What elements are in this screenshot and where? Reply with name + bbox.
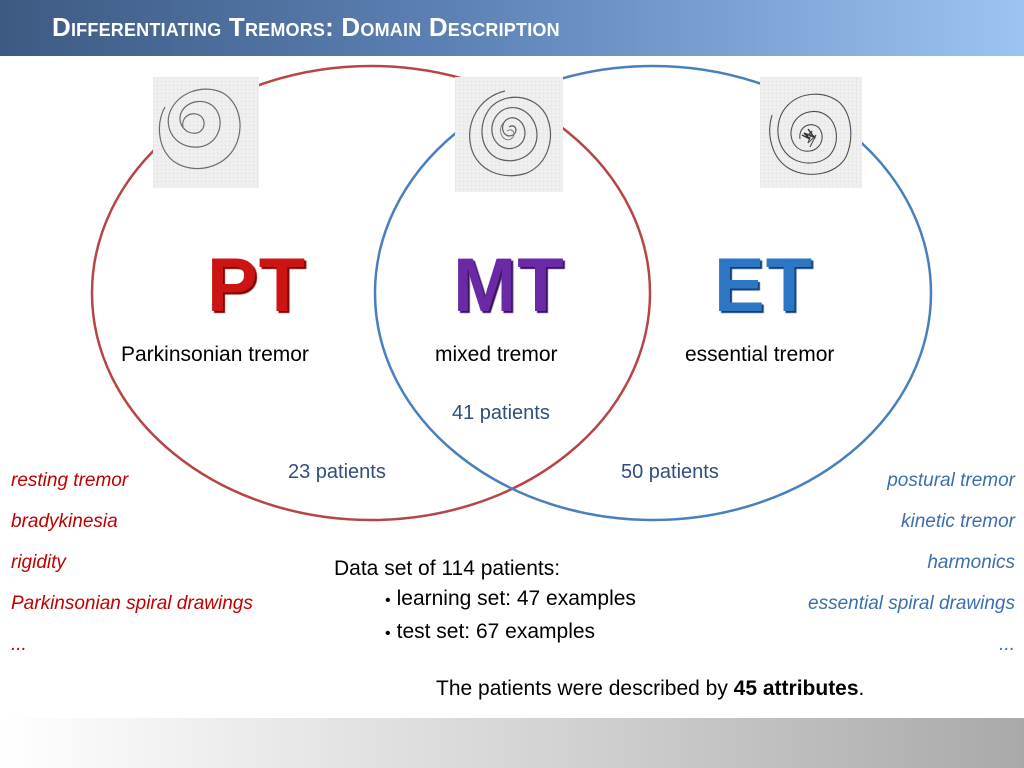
mt-patient-count: 41 patients <box>452 402 550 424</box>
list-item: rigidity <box>11 552 66 573</box>
et-feature-list: postural tremor kinetic tremor harmonics… <box>808 469 1015 674</box>
footer-bar <box>0 718 1024 768</box>
list-item: • learning set: 47 examples <box>385 583 636 616</box>
list-item: kinetic tremor <box>900 511 1015 532</box>
attributes-count: 45 attributes <box>733 677 859 700</box>
pt-abbreviation: PT <box>207 243 307 328</box>
mt-abbreviation: MT <box>453 243 565 328</box>
bullet-icon: • <box>385 592 391 609</box>
et-circle <box>373 64 933 522</box>
slide-title: Differentiating Tremors: Domain Descript… <box>52 12 560 42</box>
spiral-drawing-et <box>760 77 862 188</box>
spiral-drawing-mt <box>455 77 563 192</box>
bullet-icon: • <box>385 625 391 642</box>
dataset-heading: Data set of 114 patients: <box>334 557 561 580</box>
list-item: • test set: 67 examples <box>385 616 636 649</box>
attributes-sentence: The patients were described by 45 attrib… <box>436 677 864 701</box>
list-item: ... <box>999 634 1015 655</box>
title-bar: Differentiating Tremors: Domain Descript… <box>0 0 1024 56</box>
list-item: postural tremor <box>887 470 1015 491</box>
pt-label: Parkinsonian tremor <box>121 343 309 366</box>
dataset-item-learning: learning set: 47 examples <box>396 587 636 610</box>
dataset-list: • learning set: 47 examples • test set: 67… <box>334 583 636 649</box>
list-item: essential spiral drawings <box>808 593 1015 614</box>
dataset-item-test: test set: 67 examples <box>396 620 596 643</box>
attributes-prefix: The patients were described by <box>436 677 734 700</box>
list-item: resting tremor <box>11 470 129 491</box>
dataset-description: Data set of 114 patients: • learning set:… <box>334 555 636 649</box>
et-label: essential tremor <box>685 343 835 366</box>
pt-feature-list: resting tremor bradykinesia rigidity Par… <box>11 469 253 674</box>
spiral-drawing-pt <box>153 77 259 188</box>
pt-patient-count: 23 patients <box>288 461 386 483</box>
list-item: ... <box>11 634 27 655</box>
et-patient-count: 50 patients <box>621 461 719 483</box>
list-item: Parkinsonian spiral drawings <box>11 593 253 614</box>
list-item: harmonics <box>927 552 1015 573</box>
list-item: bradykinesia <box>11 511 118 532</box>
attributes-suffix: . <box>858 677 865 700</box>
pt-circle <box>90 64 652 522</box>
mt-label: mixed tremor <box>435 343 558 366</box>
et-abbreviation: ET <box>714 243 814 328</box>
